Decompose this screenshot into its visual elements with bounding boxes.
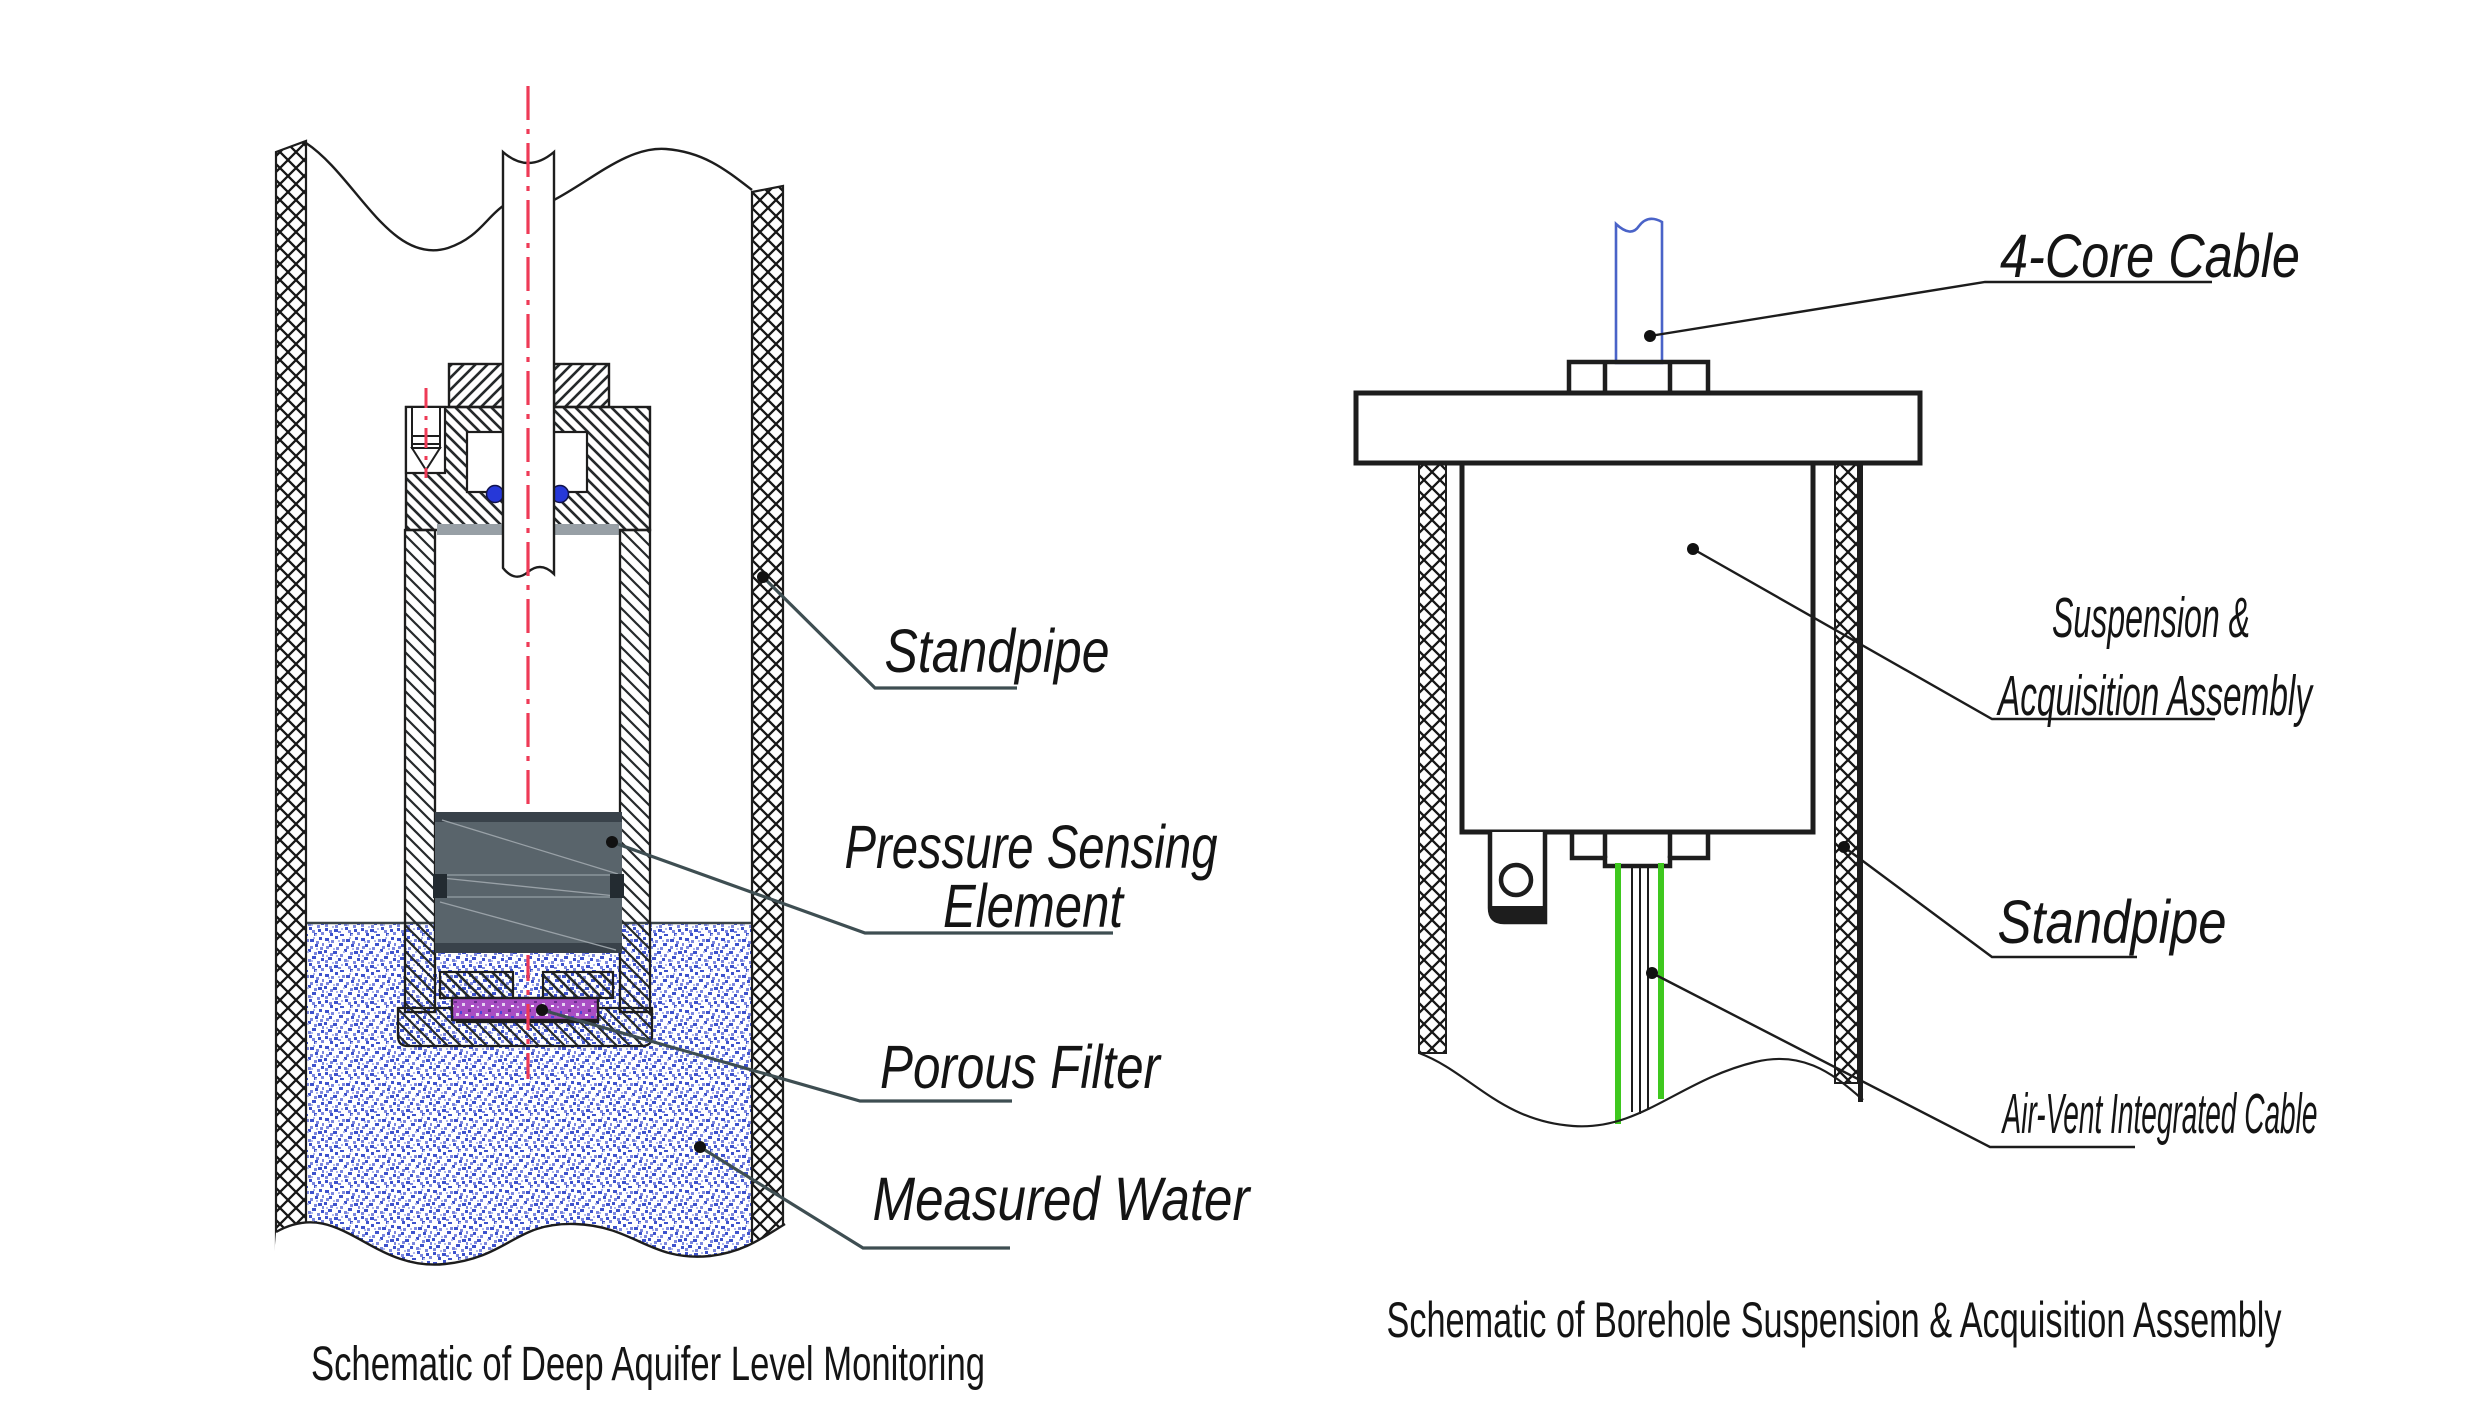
suspension-lug: [1487, 832, 1548, 925]
break-line-top-left: [305, 141, 504, 252]
standpipe-wall-right-r: [1834, 462, 1859, 1084]
acquisition-assembly-body: [1459, 460, 1816, 835]
right-leader-dots: [1644, 330, 1850, 979]
label-standpipe-right: Standpipe: [1998, 888, 2227, 956]
label-standpipe-left: Standpipe: [885, 617, 1110, 685]
four-core-cable: [1614, 217, 1664, 365]
label-pressure-sensing-1: Pressure Sensing: [845, 813, 1218, 881]
pressure-sensing-element: [433, 812, 624, 953]
riser-rod: [501, 149, 556, 578]
left-leader-lines: [541, 575, 1113, 1250]
air-vent-cable-lines: [1615, 863, 1664, 1124]
right-diagram: 4-Core Cable Suspension & Acquisition As…: [1353, 217, 2318, 1348]
standpipe-wall-right: [618, 528, 652, 1014]
caption-left: Schematic of Deep Aquifer Level Monitori…: [311, 1338, 985, 1391]
label-pressure-sensing-2: Element: [943, 872, 1125, 940]
borehole-wall-right: [750, 184, 785, 1264]
holder-top-right: [541, 970, 615, 1000]
cable-gland-bottom: [1569, 832, 1711, 869]
label-four-core-cable: 4-Core Cable: [2000, 222, 2300, 290]
standpipe-wall-left: [403, 528, 437, 1014]
porous-filter-element: [450, 996, 600, 1022]
bottom-mask: [270, 1222, 785, 1310]
borehole-wall-left: [274, 139, 308, 1264]
label-suspension-1: Suspension &: [2052, 586, 2250, 650]
break-line-bottom-r: [1418, 1051, 1864, 1128]
label-suspension-2: Acquisition Assembly: [1996, 664, 2314, 728]
caption-right: Schematic of Borehole Suspension & Acqui…: [1387, 1292, 2282, 1348]
break-line-top-right: [553, 147, 753, 202]
left-diagram: Standpipe Pressure Sensing Element Porou…: [270, 86, 1252, 1391]
right-leader-lines: [1649, 280, 2215, 1149]
cable-gland-nut-top: [1566, 359, 1711, 396]
o-ring-left: [485, 484, 505, 504]
label-air-vent-cable: Air-Vent Integrated Cable: [2001, 1082, 2317, 1146]
label-porous-filter: Porous Filter: [880, 1033, 1162, 1101]
left-leader-dots: [536, 571, 769, 1153]
suspension-plate: [1353, 390, 1923, 466]
break-line-bottom: [275, 1221, 786, 1266]
standpipe-wall-left-r: [1418, 462, 1447, 1054]
holder-top-left: [438, 970, 515, 1000]
label-measured-water: Measured Water: [873, 1165, 1252, 1233]
